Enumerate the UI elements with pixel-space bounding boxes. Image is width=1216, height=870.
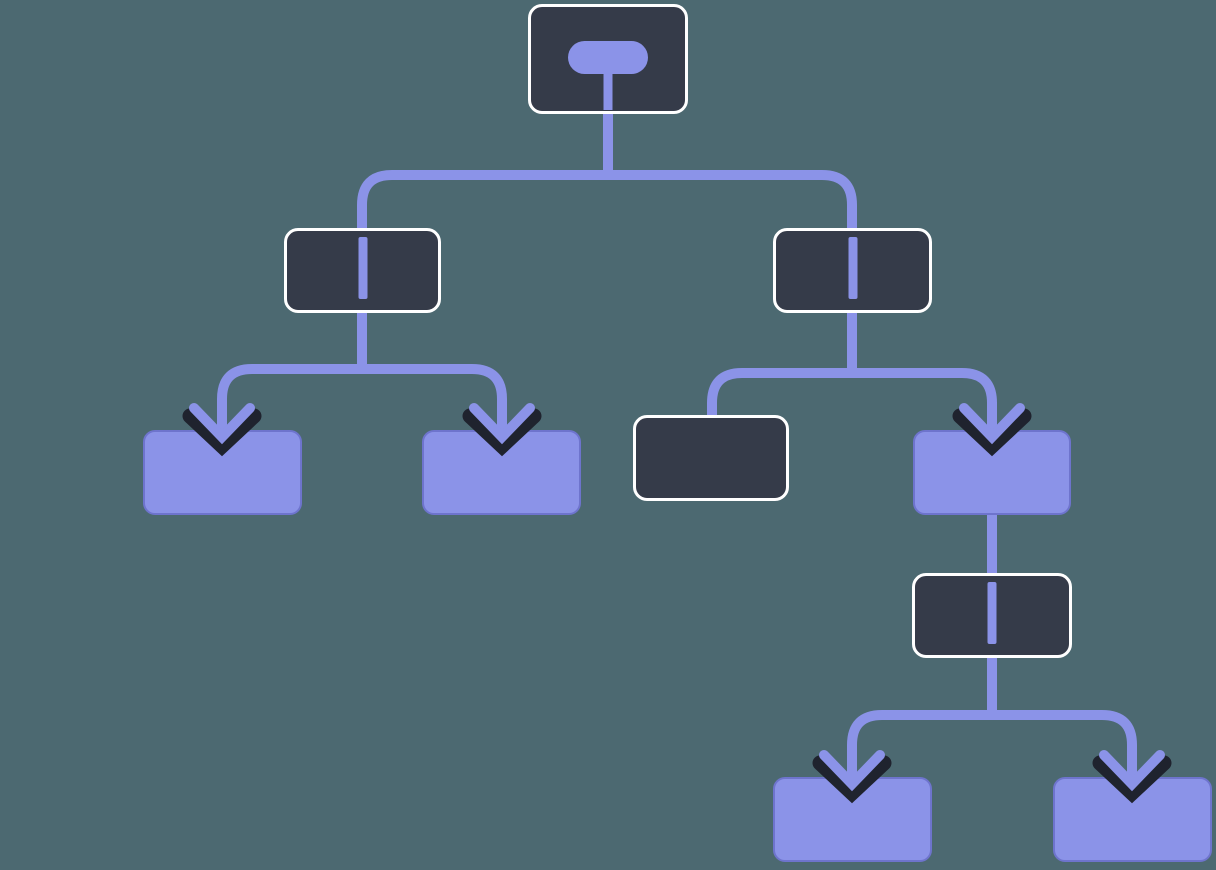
dark-leaf-node — [633, 415, 789, 501]
pass-through-icon — [848, 237, 857, 299]
tree-root-icon — [531, 7, 685, 111]
merge-arrow-icon — [182, 402, 262, 457]
merge-arrow-icon — [952, 402, 1032, 457]
root-pill — [568, 41, 648, 74]
root-stem — [603, 65, 613, 110]
branch-node-left — [284, 228, 441, 313]
edge-right-branch — [707, 368, 997, 436]
root-node — [528, 4, 688, 114]
pass-through-node — [912, 573, 1072, 658]
merge-arrow-icon — [462, 402, 542, 457]
branch-node-right — [773, 228, 932, 313]
merge-arrow-icon — [1092, 749, 1172, 804]
pass-through-icon — [987, 582, 997, 644]
pass-through-icon — [358, 237, 367, 299]
merge-arrow-icon — [812, 749, 892, 804]
edge-left-branch — [217, 364, 507, 436]
edge-bottom-branch — [847, 710, 1137, 783]
edge-top-branch — [357, 170, 857, 228]
